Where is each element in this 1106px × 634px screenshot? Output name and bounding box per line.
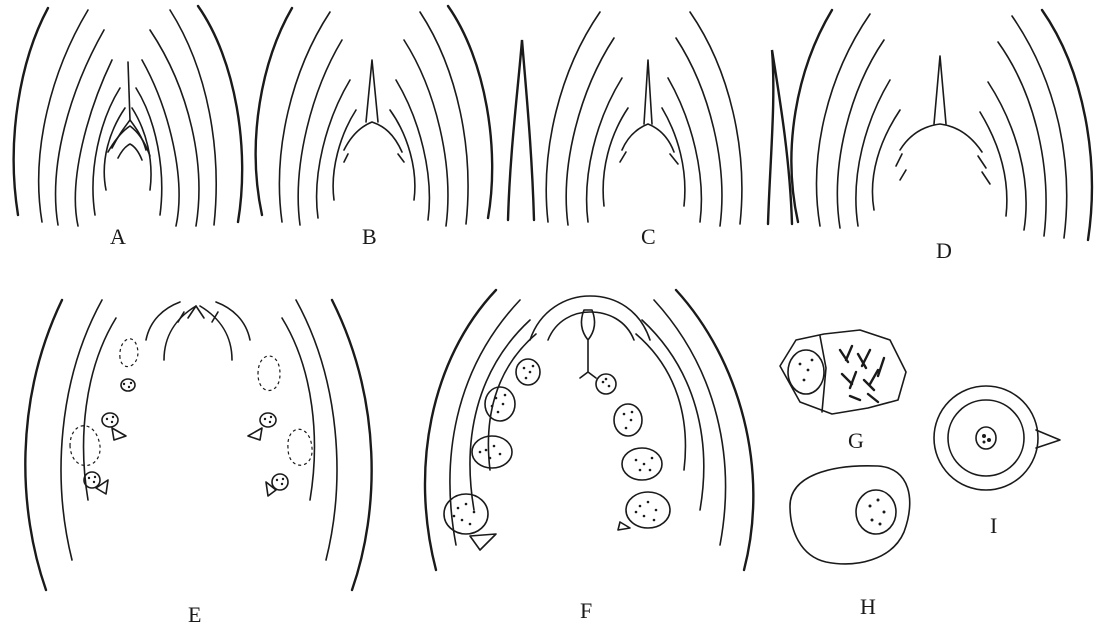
panel-label-e: E (188, 604, 201, 626)
panel-c-drawing (508, 12, 792, 226)
panel-h-drawing (790, 466, 910, 564)
panel-label-b: B (362, 226, 377, 248)
panel-label-i: I (990, 515, 997, 537)
panel-label-h: H (860, 596, 876, 618)
panel-label-d: D (936, 240, 952, 262)
panel-d-drawing (791, 10, 1091, 240)
panel-i-drawing (934, 386, 1060, 490)
panel-a-drawing (14, 6, 242, 226)
panel-e-drawing (25, 300, 371, 590)
panel-label-c: C (641, 226, 656, 248)
panel-f-drawing (425, 290, 753, 570)
panel-label-a: A (110, 226, 126, 248)
panel-label-f: F (580, 600, 592, 622)
panel-g-drawing (780, 330, 906, 414)
panel-b-drawing (256, 6, 492, 226)
panel-label-g: G (848, 430, 864, 452)
